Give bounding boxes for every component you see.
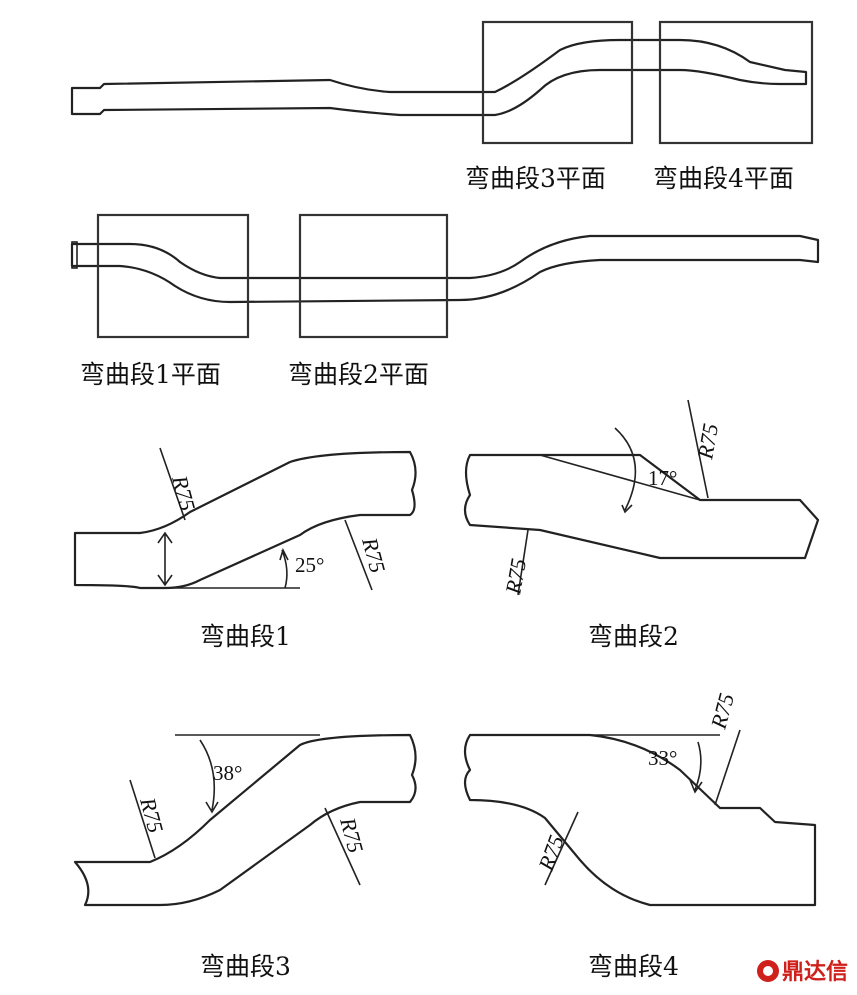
bend3-outline (73, 733, 417, 907)
bend1-caption: 弯曲段1 (200, 622, 291, 651)
bend1-outline (73, 450, 417, 590)
bend2-outline (463, 453, 820, 560)
bend1-radius-label: R75 (167, 472, 201, 514)
part-outline-top (70, 38, 808, 117)
bend1-radius-label: R75 (357, 534, 391, 576)
bend1-angle: 25° (295, 553, 324, 577)
bend3-plane-label: 弯曲段3平面 (465, 164, 606, 193)
bend2-radius-label: R75 (500, 557, 531, 597)
bend3-caption: 弯曲段3 (200, 952, 291, 981)
bend4-radius-label: R75 (533, 832, 569, 875)
bend3-detail: 38° R75 R75 弯曲段3 (73, 733, 417, 981)
bend2-radius-label: R75 (692, 422, 723, 462)
bend1-plane-label: 弯曲段1平面 (80, 360, 221, 389)
end-cap-left (71, 241, 78, 269)
bend1-plane-box (96, 213, 250, 339)
bend3-angle: 38° (213, 761, 242, 785)
watermark-text: 鼎达信 (782, 959, 848, 985)
bend3-radius-label: R75 (335, 814, 369, 856)
bend2-angle: 17° (648, 466, 677, 490)
bend4-caption: 弯曲段4 (588, 952, 679, 981)
bend2-caption: 弯曲段2 (588, 622, 679, 651)
bend4-detail: 33° R75 R75 弯曲段4 (463, 691, 817, 981)
bend3-radius-label: R75 (135, 794, 169, 836)
bend2-plane-box (298, 213, 449, 339)
top-view: 弯曲段3平面 弯曲段4平面 (70, 20, 814, 193)
watermark-logo: 鼎达信 (757, 959, 848, 985)
bend4-plane-label: 弯曲段4平面 (653, 164, 794, 193)
bend4-radius-label: R75 (705, 691, 739, 733)
bend4-angle: 33° (648, 746, 677, 770)
bend4-outline (463, 733, 817, 907)
bend2-plane-label: 弯曲段2平面 (288, 360, 429, 389)
bend1-detail: R75 R75 25° 弯曲段1 (73, 447, 417, 651)
part-outline-side (70, 234, 820, 304)
bend4-plane-box (658, 20, 814, 145)
bend3-plane-box (481, 20, 634, 145)
side-view: 弯曲段1平面 弯曲段2平面 (70, 213, 820, 389)
bend2-detail: 17° R75 R75 弯曲段2 (463, 399, 820, 651)
